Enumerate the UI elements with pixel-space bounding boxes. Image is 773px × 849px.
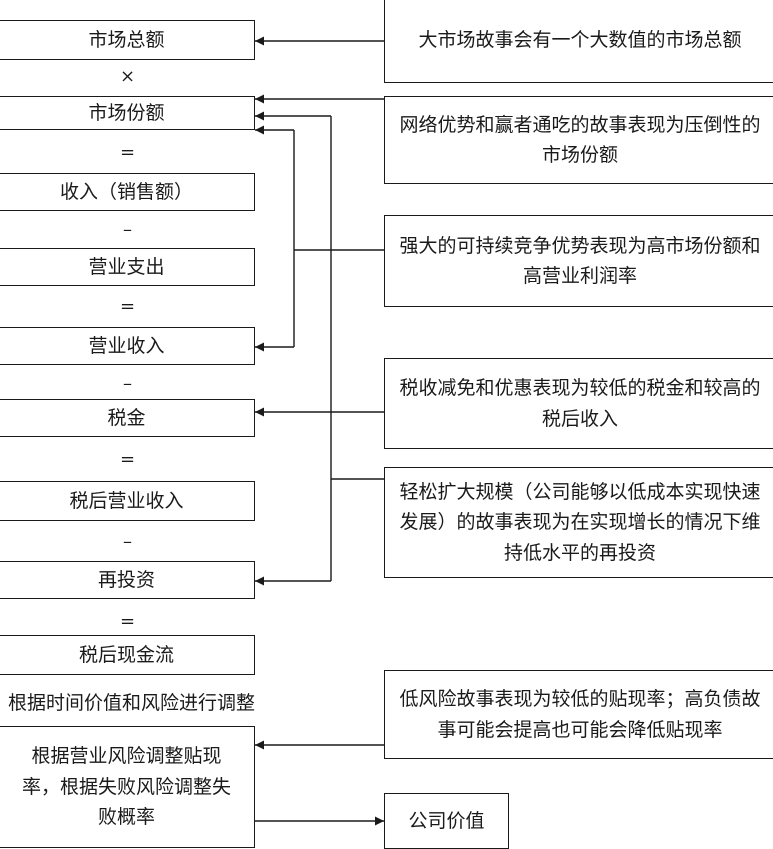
reinvestment-box: 再投资 — [0, 561, 255, 599]
big-market-story-text: 大市场故事会有一个大数值的市场总额 — [418, 29, 742, 52]
operator-equals-1: = — [119, 142, 136, 163]
market-total-label: 市场总额 — [88, 28, 165, 51]
revenue-box: 收入（销售额） — [0, 173, 255, 211]
firm-value-label: 公司价值 — [408, 809, 485, 832]
operator-equals-2: = — [119, 296, 136, 317]
discount-adjust-box: 根据营业风险调整贴现率，根据失败风险调整失败概率 — [0, 726, 255, 848]
operator-equals-4: = — [119, 611, 136, 632]
adjust-note: 根据时间价值和风险进行调整 — [8, 692, 256, 714]
market-share-label: 市场份额 — [88, 101, 165, 124]
opex-box: 营业支出 — [0, 248, 255, 286]
network-story-text: 网络优势和赢者通吃的故事表现为压倒性的市场份额 — [399, 113, 761, 166]
operator-minus-1: – — [123, 219, 132, 240]
opex-label: 营业支出 — [88, 255, 165, 278]
after-tax-income-box: 税后营业收入 — [0, 481, 255, 521]
operator-times: × — [119, 66, 136, 87]
low-risk-story-text: 低风险故事表现为较低的贴现率；高负债故事可能会提高也可能会降低贴现率 — [399, 688, 761, 741]
reinvestment-label: 再投资 — [97, 568, 155, 591]
market-total-box: 市场总额 — [0, 20, 255, 60]
operating-income-label: 营业收入 — [88, 334, 165, 357]
tax-relief-story-text: 税收减免和优惠表现为较低的税金和较高的税后收入 — [399, 377, 761, 430]
competitive-story-box: 强大的可持续竞争优势表现为高市场份额和高营业利润率 — [384, 215, 773, 307]
operating-income-box: 营业收入 — [0, 327, 255, 365]
low-risk-story-box: 低风险故事表现为较低的贴现率；高负债故事可能会提高也可能会降低贴现率 — [384, 670, 773, 759]
firm-value-box: 公司价值 — [384, 793, 509, 849]
tax-label: 税金 — [107, 406, 146, 429]
after-tax-income-label: 税后营业收入 — [69, 489, 184, 512]
operator-equals-3: = — [119, 449, 136, 470]
market-share-box: 市场份额 — [0, 96, 255, 130]
operator-minus-2: – — [123, 373, 132, 394]
tax-relief-story-box: 税收减免和优惠表现为较低的税金和较高的税后收入 — [384, 358, 773, 449]
big-market-story-box: 大市场故事会有一个大数值的市场总额 — [384, 0, 773, 83]
easy-scale-story-box: 轻松扩大规模（公司能够以低成本实现快速发展）的故事表现为在实现增长的情况下维持低… — [384, 467, 773, 578]
operator-minus-3: – — [123, 531, 132, 552]
after-tax-cashflow-label: 税后现金流 — [78, 643, 174, 666]
tax-box: 税金 — [0, 399, 255, 437]
network-story-box: 网络优势和赢者通吃的故事表现为压倒性的市场份额 — [384, 96, 773, 184]
after-tax-cashflow-box: 税后现金流 — [0, 635, 255, 675]
easy-scale-story-text: 轻松扩大规模（公司能够以低成本实现快速发展）的故事表现为在实现增长的情况下维持低… — [399, 480, 761, 564]
discount-adjust-label: 根据营业风险调整贴现率，根据失败风险调整失败概率 — [21, 744, 231, 829]
competitive-story-text: 强大的可持续竞争优势表现为高市场份额和高营业利润率 — [399, 234, 761, 287]
revenue-label: 收入（销售额） — [59, 180, 193, 203]
